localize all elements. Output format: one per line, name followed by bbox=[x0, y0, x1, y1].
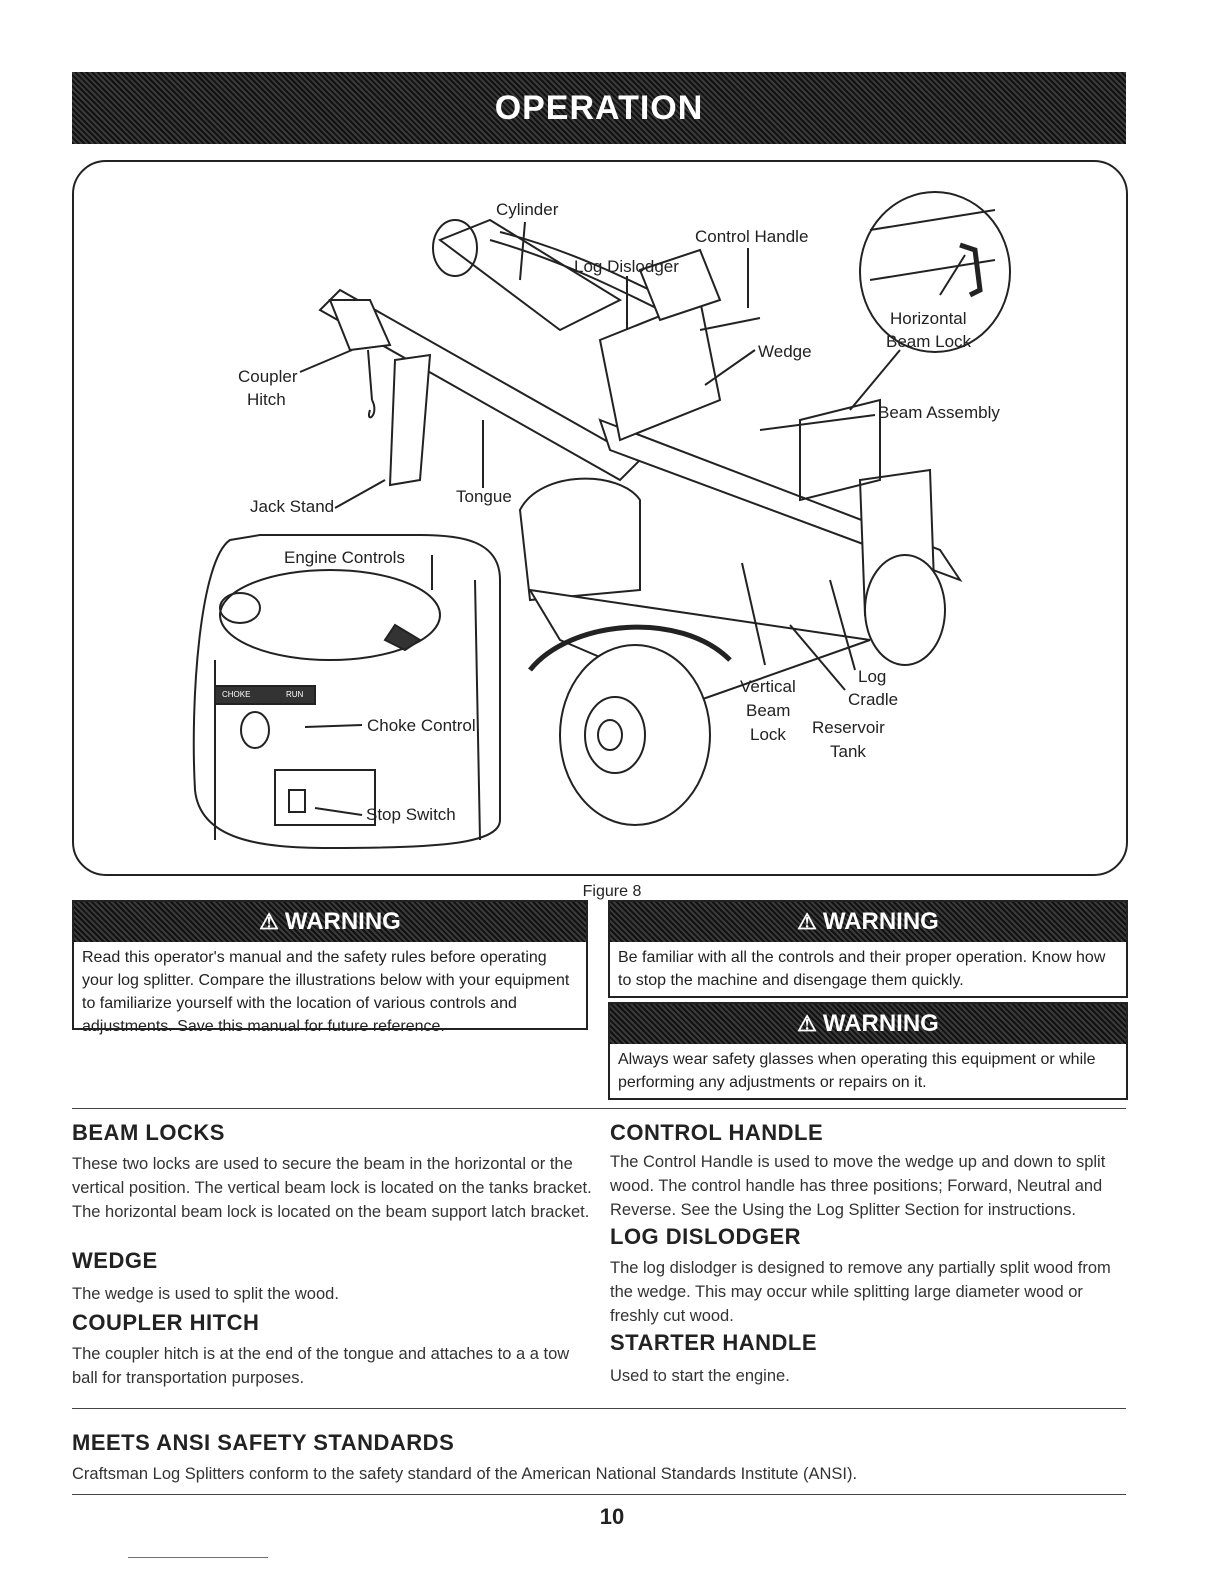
decorative-underline bbox=[128, 1557, 268, 1558]
heading-beam-locks: BEAM LOCKS bbox=[72, 1120, 225, 1145]
label-engine-controls: Engine Controls bbox=[284, 548, 405, 567]
heading-control-handle: CONTROL HANDLE bbox=[610, 1120, 824, 1145]
text-wedge: The wedge is used to split the wood. bbox=[72, 1285, 339, 1303]
banner-title: OPERATION bbox=[494, 88, 704, 127]
label-tank: Tank bbox=[830, 742, 866, 761]
text-ansi: Craftsman Log Splitters conform to the s… bbox=[72, 1465, 858, 1483]
label-tongue: Tongue bbox=[456, 487, 512, 506]
warning-box-manual: ⚠ WARNING Read this operator's manual an… bbox=[72, 900, 588, 1035]
text-starter-handle: Used to start the engine. bbox=[610, 1367, 790, 1385]
heading-wedge: WEDGE bbox=[72, 1248, 158, 1273]
label-control-handle: Control Handle bbox=[695, 227, 808, 246]
warning-triangle-icon: ⚠ bbox=[797, 909, 817, 934]
heading-starter-handle: STARTER HANDLE bbox=[610, 1330, 818, 1355]
label-horizontal-beam-lock-2: Beam Lock bbox=[886, 332, 972, 351]
warning-box-glasses: ⚠ WARNING Always wear safety glasses whe… bbox=[608, 1002, 1128, 1100]
divider bbox=[72, 1408, 1126, 1409]
label-reservoir: Reservoir bbox=[812, 718, 885, 737]
label-log: Log bbox=[858, 667, 886, 686]
text-log-dislodger: The log dislodger is designed to remove … bbox=[610, 1259, 1111, 1325]
label-vertical-3: Lock bbox=[750, 725, 786, 744]
label-wedge: Wedge bbox=[758, 342, 812, 361]
label-vertical-2: Beam bbox=[746, 701, 790, 720]
label-choke-tag: CHOKE bbox=[222, 690, 250, 699]
label-hitch: Hitch bbox=[247, 390, 286, 409]
warning-header: ⚠ WARNING bbox=[74, 902, 586, 942]
figure-caption: Figure 8 bbox=[582, 883, 642, 900]
warning-triangle-icon: ⚠ bbox=[797, 1011, 817, 1036]
warning-box-controls: ⚠ WARNING Be familiar with all the contr… bbox=[608, 900, 1128, 998]
page-number: 10 bbox=[599, 1504, 625, 1529]
label-run-tag: RUN bbox=[286, 690, 304, 699]
label-jack-stand: Jack Stand bbox=[250, 497, 334, 516]
log-splitter-illustration: Cylinder Control Handle Log Dislodger We… bbox=[192, 191, 1011, 850]
divider bbox=[72, 1108, 1126, 1109]
label-vertical-1: Vertical bbox=[740, 677, 796, 696]
warning-title: WARNING bbox=[822, 908, 939, 935]
heading-ansi: MEETS ANSI SAFETY STANDARDS bbox=[72, 1430, 455, 1455]
warning-text: Read this operator's manual and the safe… bbox=[82, 949, 570, 1035]
label-choke-control: Choke Control bbox=[367, 716, 476, 735]
warning-header: ⚠ WARNING bbox=[610, 1004, 1126, 1044]
text-control-handle: The Control Handle is used to move the w… bbox=[610, 1153, 1106, 1219]
section-banner: OPERATION bbox=[72, 72, 1126, 144]
divider bbox=[72, 1494, 1126, 1495]
text-coupler-hitch: The coupler hitch is at the end of the t… bbox=[72, 1345, 570, 1387]
warning-text: Always wear safety glasses when operatin… bbox=[618, 1051, 1096, 1091]
label-cylinder: Cylinder bbox=[496, 200, 559, 219]
label-horizontal-beam-lock-1: Horizontal bbox=[890, 309, 967, 328]
warning-header: ⚠ WARNING bbox=[610, 902, 1126, 942]
warning-title: WARNING bbox=[284, 908, 401, 935]
heading-coupler-hitch: COUPLER HITCH bbox=[72, 1310, 260, 1335]
label-cradle: Cradle bbox=[848, 690, 898, 709]
label-beam-assembly: Beam Assembly bbox=[878, 403, 1000, 422]
label-coupler: Coupler bbox=[238, 367, 298, 386]
warning-text: Be familiar with all the controls and th… bbox=[618, 949, 1106, 989]
heading-log-dislodger: LOG DISLODGER bbox=[610, 1224, 802, 1249]
warning-triangle-icon: ⚠ bbox=[259, 909, 279, 934]
text-beam-locks: These two locks are used to secure the b… bbox=[72, 1155, 592, 1221]
label-stop-switch: Stop Switch bbox=[366, 805, 456, 824]
figure-frame bbox=[72, 160, 1128, 876]
warning-title: WARNING bbox=[822, 1010, 939, 1037]
label-log-dislodger: Log Dislodger bbox=[574, 257, 679, 276]
